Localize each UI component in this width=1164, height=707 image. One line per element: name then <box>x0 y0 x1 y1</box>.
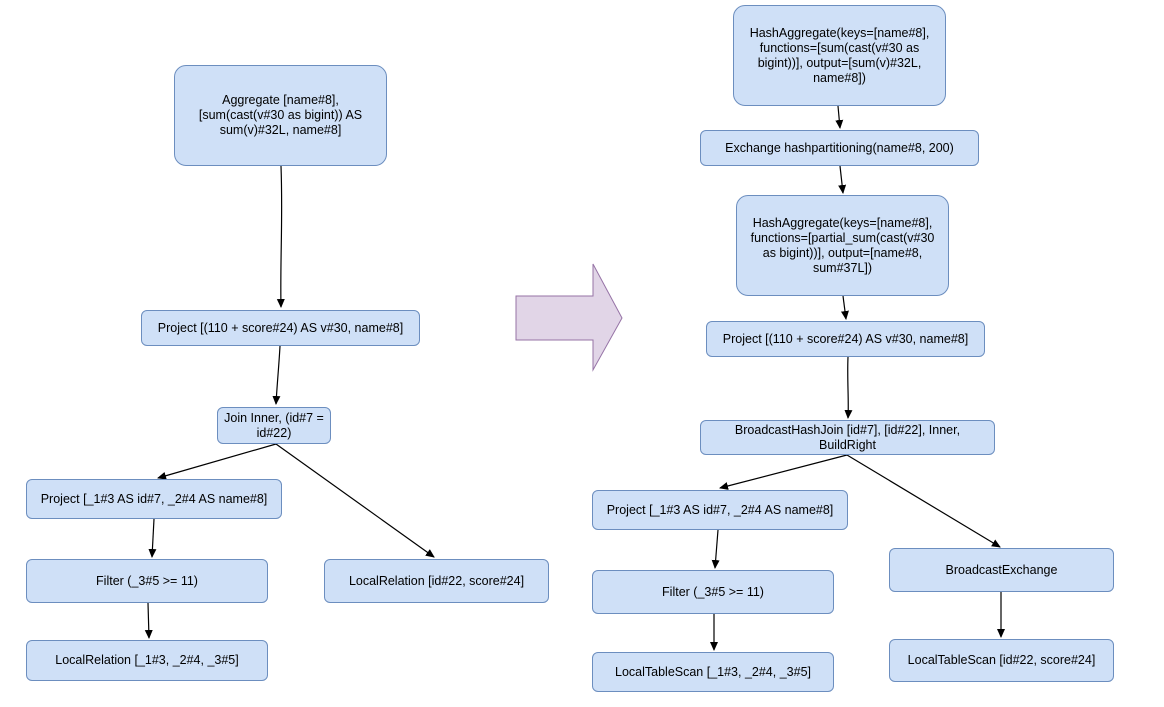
node-project-v-right-label: Project [(110 + score#24) AS v#30, name#… <box>722 331 969 346</box>
node-filter-right: Filter (_3#5 >= 11) <box>592 570 834 614</box>
node-hash-aggregate-partial: HashAggregate(keys=[name#8], functions=[… <box>736 195 949 296</box>
edge-project-id-to-filter <box>148 518 157 558</box>
node-aggregate-label: Aggregate [name#8], [sum(cast(v#30 as bi… <box>198 93 363 137</box>
node-hash-aggregate-final-label: HashAggregate(keys=[name#8], functions=[… <box>749 25 930 85</box>
node-filter-right-label: Filter (_3#5 >= 11) <box>662 584 764 599</box>
edge-project-to-bhj <box>844 356 853 419</box>
node-project-id-right: Project [_1#3 AS id#7, _2#4 AS name#8] <box>592 490 848 530</box>
node-filter: Filter (_3#5 >= 11) <box>26 559 268 603</box>
node-local-relation-1-label: LocalRelation [_1#3, _2#4, _3#5] <box>55 653 239 667</box>
node-hash-aggregate-final: HashAggregate(keys=[name#8], functions=[… <box>733 5 946 106</box>
node-local-table-scan-2: LocalTableScan [id#22, score#24] <box>889 639 1114 682</box>
edge-bhj-to-broadcast-exchange <box>846 454 1001 548</box>
node-filter-label: Filter (_3#5 >= 11) <box>96 573 198 588</box>
edge-bhj-to-project-id <box>719 454 848 490</box>
node-exchange: Exchange hashpartitioning(name#8, 200) <box>700 130 979 166</box>
node-broadcast-hash-join-label: BroadcastHashJoin [id#7], [id#22], Inner… <box>734 422 961 452</box>
node-local-table-scan-2-label: LocalTableScan [id#22, score#24] <box>907 653 1096 667</box>
node-project-v-right: Project [(110 + score#24) AS v#30, name#… <box>706 321 985 357</box>
node-project-id-right-label: Project [_1#3 AS id#7, _2#4 AS name#8] <box>606 502 834 517</box>
edge-hashagg-partial-to-project <box>840 295 849 320</box>
edge-join-to-project-id <box>157 443 277 480</box>
node-local-table-scan-1: LocalTableScan [_1#3, _2#4, _3#5] <box>592 652 834 692</box>
node-project-v: Project [(110 + score#24) AS v#30, name#… <box>141 310 420 346</box>
node-project-v-label: Project [(110 + score#24) AS v#30, name#… <box>157 320 404 335</box>
node-local-relation-2-label: LocalRelation [id#22, score#24] <box>348 573 525 588</box>
node-broadcast-exchange-label: BroadcastExchange <box>945 562 1058 577</box>
edge-exchange-to-hashagg-partial <box>838 165 847 194</box>
node-broadcast-hash-join: BroadcastHashJoin [id#7], [id#22], Inner… <box>700 420 995 455</box>
node-project-id: Project [_1#3 AS id#7, _2#4 AS name#8] <box>26 479 282 519</box>
node-join: Join Inner, (id#7 = id#22) <box>217 407 331 444</box>
node-local-relation-1: LocalRelation [_1#3, _2#4, _3#5] <box>26 640 268 681</box>
node-project-id-label: Project [_1#3 AS id#7, _2#4 AS name#8] <box>40 491 268 506</box>
node-exchange-label: Exchange hashpartitioning(name#8, 200) <box>725 140 954 155</box>
node-local-table-scan-1-label: LocalTableScan [_1#3, _2#4, _3#5] <box>615 664 811 679</box>
edge-project-id-to-filter <box>711 529 720 569</box>
node-broadcast-exchange: BroadcastExchange <box>889 548 1114 592</box>
transform-arrow <box>515 263 623 372</box>
edge-hashagg-to-exchange <box>835 105 844 129</box>
edge-aggregate-to-project <box>276 165 285 308</box>
node-local-relation-2: LocalRelation [id#22, score#24] <box>324 559 549 603</box>
node-hash-aggregate-partial-label: HashAggregate(keys=[name#8], functions=[… <box>750 215 935 275</box>
node-aggregate: Aggregate [name#8], [sum(cast(v#30 as bi… <box>174 65 387 166</box>
edge-project-to-join <box>272 345 281 405</box>
edge-join-to-local-relation <box>275 443 435 558</box>
node-join-label: Join Inner, (id#7 = id#22) <box>224 410 324 440</box>
edge-filter-to-local-relation <box>144 602 153 639</box>
